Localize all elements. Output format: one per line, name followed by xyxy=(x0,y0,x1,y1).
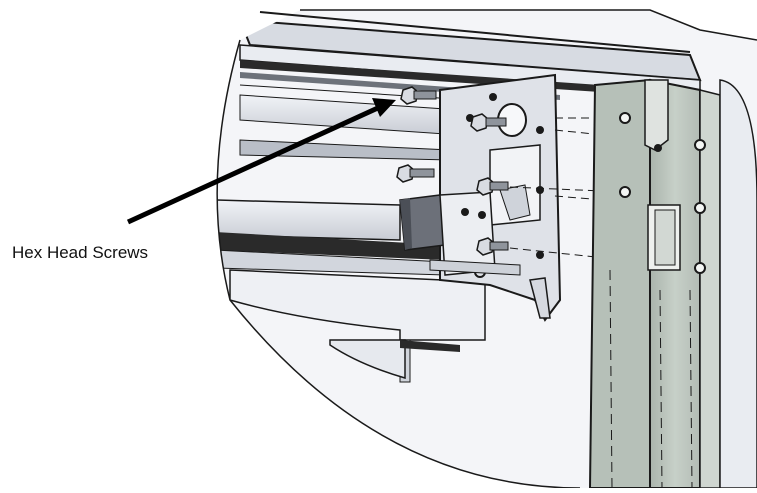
detail-view-outline xyxy=(216,9,757,489)
hex-head-screws xyxy=(396,86,509,256)
hex-head-screw-icon xyxy=(396,164,435,183)
hex-head-screws-label: Hex Head Screws xyxy=(12,243,149,262)
magnified-detail-view xyxy=(217,10,757,488)
side-panel xyxy=(719,79,757,488)
hex-head-screw-icon xyxy=(476,177,509,196)
hex-head-screw-icon xyxy=(400,86,437,105)
vertical-post xyxy=(588,78,721,488)
lower-rail xyxy=(217,199,486,383)
hex-head-screw-icon xyxy=(470,113,507,132)
callout-arrow xyxy=(126,98,396,225)
hex-head-screw-icon xyxy=(476,237,509,256)
top-edge-line xyxy=(259,11,691,53)
